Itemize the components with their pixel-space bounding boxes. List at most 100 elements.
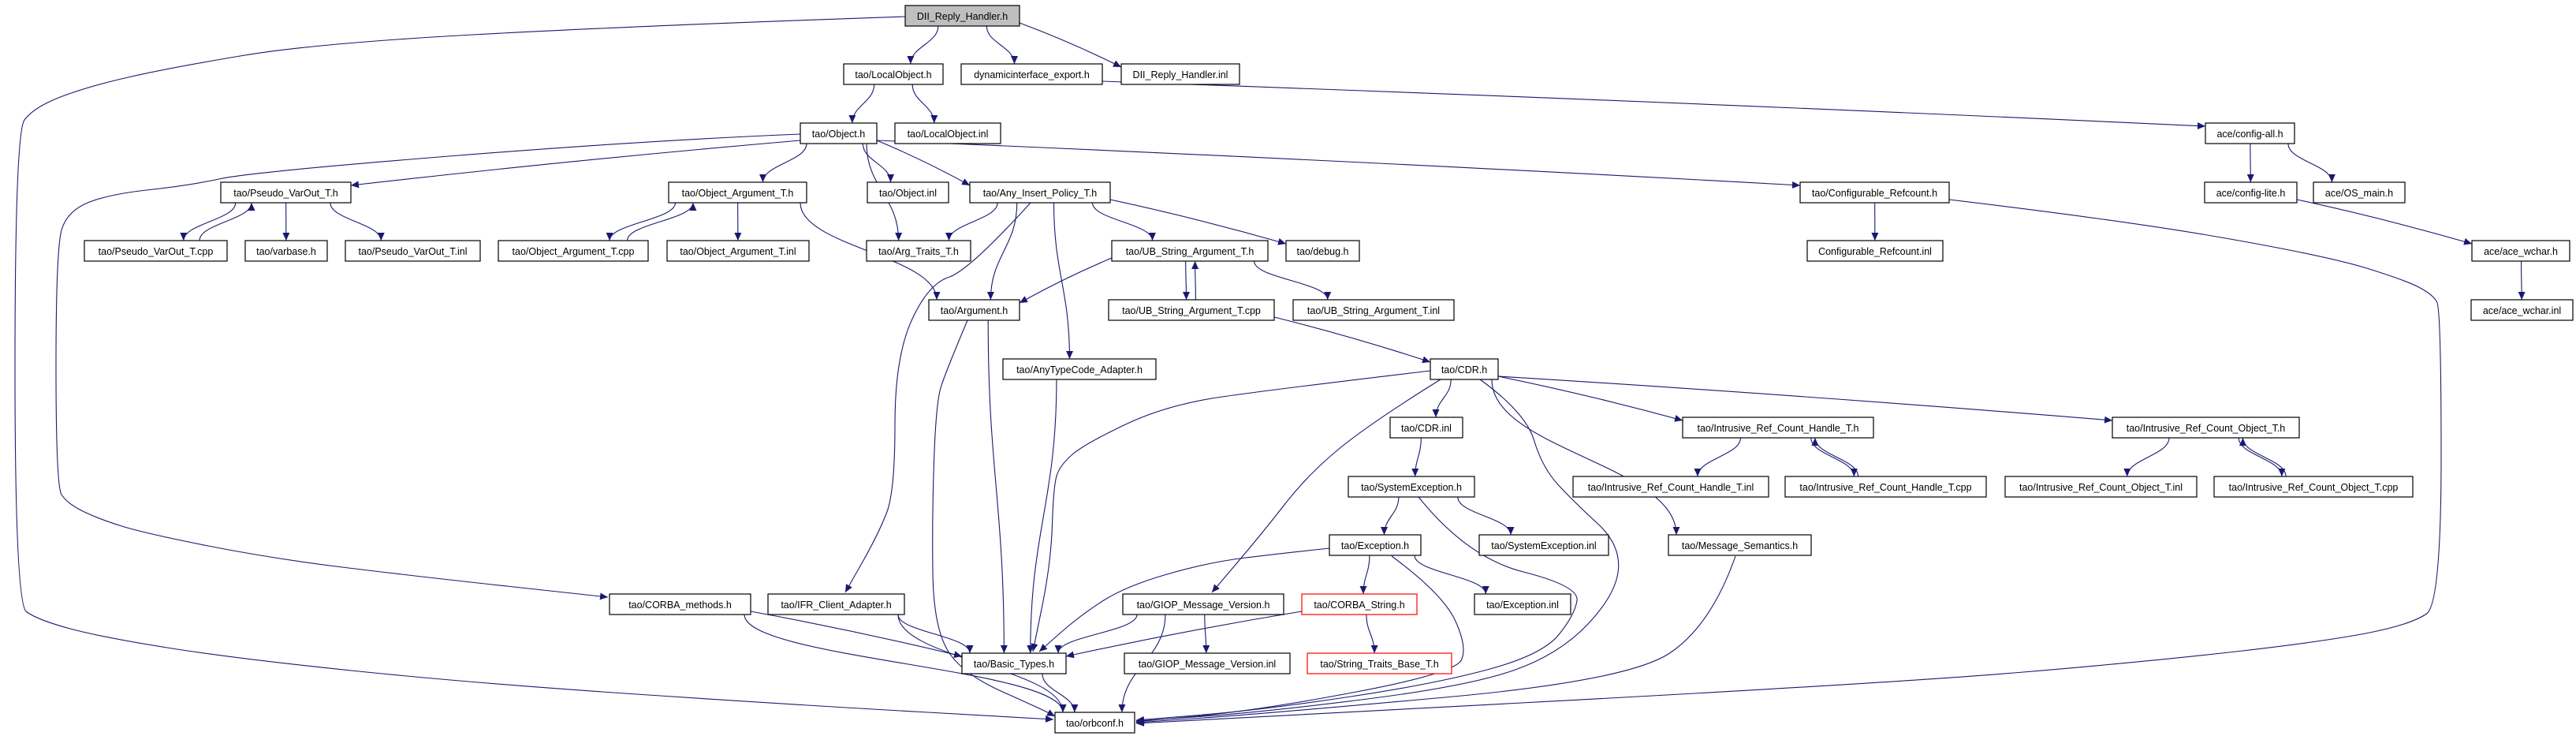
node-giopinl[interactable]: tao/GIOP_Message_Version.inl bbox=[1124, 652, 1291, 674]
node-label: tao/varbase.h bbox=[256, 246, 316, 257]
edge-cdr-to-cdrinl bbox=[1432, 379, 1452, 418]
node-label: ace/ace_wchar.h bbox=[2484, 246, 2558, 257]
node-dynexp[interactable]: dynamicinterface_export.h bbox=[960, 63, 1103, 85]
node-anytc[interactable]: tao/AnyTypeCode_Adapter.h bbox=[1002, 358, 1157, 380]
node-diiinl[interactable]: DII_Reply_Handler.inl bbox=[1120, 63, 1240, 85]
node-cfgrefinl[interactable]: Configurable_Refcount.inl bbox=[1806, 240, 1944, 262]
node-excinl[interactable]: tao/Exception.inl bbox=[1474, 593, 1571, 615]
node-label: tao/GIOP_Message_Version.inl bbox=[1139, 659, 1276, 670]
edge-cdr-to-irch bbox=[1497, 375, 1683, 422]
edge-irco-to-ircocpp bbox=[2238, 437, 2286, 477]
node-label: DII_Reply_Handler.h bbox=[917, 11, 1008, 22]
node-configall[interactable]: ace/config-all.h bbox=[2205, 122, 2295, 144]
node-label: tao/IFR_Client_Adapter.h bbox=[781, 600, 891, 611]
node-cdr[interactable]: tao/CDR.h bbox=[1430, 358, 1499, 380]
edge-cdr-to-msgsem bbox=[1491, 379, 1680, 536]
edge-cdr-to-giop bbox=[1211, 379, 1441, 593]
edge-aip-to-ubsa bbox=[1091, 202, 1156, 241]
node-label: DII_Reply_Handler.inl bbox=[1133, 69, 1228, 80]
node-label: tao/SystemException.inl bbox=[1491, 540, 1596, 551]
node-box bbox=[961, 652, 1067, 674]
edge-object-to-cfgref bbox=[876, 140, 1801, 189]
node-sysexcinl[interactable]: tao/SystemException.inl bbox=[1478, 534, 1609, 556]
node-pvocpp[interactable]: tao/Pseudo_VarOut_T.cpp bbox=[84, 240, 228, 262]
edge-object-to-oat bbox=[759, 143, 807, 183]
edge-ubsa-to-ubsainl bbox=[1254, 260, 1332, 301]
node-label: tao/Pseudo_VarOut_T.inl bbox=[358, 246, 467, 257]
edge-object-to-corbam bbox=[55, 133, 801, 600]
edge-dynexp-to-configall bbox=[1102, 80, 2206, 130]
node-irco[interactable]: tao/Intrusive_Ref_Count_Object_T.h bbox=[2112, 417, 2300, 439]
node-object[interactable]: tao/Object.h bbox=[800, 122, 878, 144]
node-label: tao/Object.h bbox=[812, 129, 865, 140]
node-varbase[interactable]: tao/varbase.h bbox=[244, 240, 328, 262]
edge-corbastr-to-strtraits bbox=[1366, 614, 1378, 654]
node-aip[interactable]: tao/Any_Insert_Policy_T.h bbox=[969, 181, 1111, 204]
node-box bbox=[969, 181, 1111, 204]
node-oatinl[interactable]: tao/Object_Argument_T.inl bbox=[666, 240, 810, 262]
node-label: tao/Argument.h bbox=[941, 305, 1008, 316]
edge-configlite-to-wchar bbox=[2296, 199, 2473, 245]
edges-layer bbox=[14, 16, 2526, 727]
node-basic[interactable]: tao/Basic_Types.h bbox=[961, 652, 1067, 674]
node-argument[interactable]: tao/Argument.h bbox=[928, 299, 1020, 321]
node-wcharinl[interactable]: ace/ace_wchar.inl bbox=[2470, 299, 2574, 321]
node-box bbox=[767, 593, 905, 615]
node-exc[interactable]: tao/Exception.h bbox=[1329, 534, 1422, 556]
edge-msgsem-to-orbconf bbox=[1135, 555, 1736, 726]
node-ifr[interactable]: tao/IFR_Client_Adapter.h bbox=[767, 593, 905, 615]
node-box bbox=[498, 240, 649, 262]
node-ubsainl[interactable]: tao/UB_String_Argument_T.inl bbox=[1292, 299, 1455, 321]
node-irchinl[interactable]: tao/Intrusive_Ref_Count_Handle_T.inl bbox=[1572, 476, 1769, 498]
node-label: tao/AnyTypeCode_Adapter.h bbox=[1016, 364, 1143, 375]
node-cfgref[interactable]: tao/Configurable_Refcount.h bbox=[1799, 181, 1950, 204]
edge-sysexc-to-exc bbox=[1381, 496, 1400, 536]
node-box bbox=[928, 299, 1020, 321]
node-oatcpp[interactable]: tao/Object_Argument_T.cpp bbox=[498, 240, 649, 262]
node-strtraits[interactable]: tao/String_Traits_Base_T.h bbox=[1307, 652, 1452, 674]
node-box bbox=[345, 240, 481, 262]
node-localobj[interactable]: tao/LocalObject.h bbox=[843, 63, 944, 85]
node-orbconf[interactable]: tao/orbconf.h bbox=[1054, 712, 1135, 734]
node-box bbox=[1389, 417, 1463, 439]
node-cdrinl[interactable]: tao/CDR.inl bbox=[1389, 417, 1463, 439]
node-pvoinl[interactable]: tao/Pseudo_VarOut_T.inl bbox=[345, 240, 481, 262]
node-argtraits[interactable]: tao/Arg_Traits_T.h bbox=[866, 240, 971, 262]
node-configlite[interactable]: ace/config-lite.h bbox=[2204, 181, 2298, 204]
edge-object-to-aip bbox=[876, 140, 971, 186]
node-osmain[interactable]: ace/OS_main.h bbox=[2313, 181, 2406, 204]
node-pvo[interactable]: tao/Pseudo_VarOut_T.h bbox=[220, 181, 352, 204]
node-corbam[interactable]: tao/CORBA_methods.h bbox=[609, 593, 751, 615]
node-ircocpp[interactable]: tao/Intrusive_Ref_Count_Object_T.cpp bbox=[2213, 476, 2414, 498]
node-ubsa[interactable]: tao/UB_String_Argument_T.h bbox=[1111, 240, 1269, 262]
node-ircoinl[interactable]: tao/Intrusive_Ref_Count_Object_T.inl bbox=[2004, 476, 2198, 498]
edge-anytc-to-basic bbox=[1027, 379, 1057, 654]
edge-aip-to-ifr bbox=[844, 202, 1031, 593]
node-objinl[interactable]: tao/Object.inl bbox=[867, 181, 949, 204]
node-sysexc[interactable]: tao/SystemException.h bbox=[1348, 476, 1475, 498]
edge-corbam-to-basic bbox=[750, 611, 963, 659]
node-oat[interactable]: tao/Object_Argument_T.h bbox=[668, 181, 807, 204]
node-irchcpp[interactable]: tao/Intrusive_Ref_Count_Handle_T.cpp bbox=[1784, 476, 1987, 498]
node-msgsem[interactable]: tao/Message_Semantics.h bbox=[1668, 534, 1812, 556]
node-box bbox=[800, 122, 878, 144]
node-localobjinl[interactable]: tao/LocalObject.inl bbox=[894, 122, 1001, 144]
node-ubsacpp[interactable]: tao/UB_String_Argument_T.cpp bbox=[1108, 299, 1275, 321]
node-corbastr[interactable]: tao/CORBA_String.h bbox=[1301, 593, 1418, 615]
edge-oatcpp-to-oat bbox=[627, 202, 697, 241]
node-debug[interactable]: tao/debug.h bbox=[1285, 240, 1360, 262]
edge-cdrinl-to-sysexc bbox=[1411, 437, 1422, 477]
edge-pvo-to-pvocpp bbox=[180, 202, 237, 241]
edge-cdr-to-irco bbox=[1497, 375, 2113, 424]
edge-exc-to-corbastr bbox=[1359, 555, 1370, 595]
node-giop[interactable]: tao/GIOP_Message_Version.h bbox=[1122, 593, 1284, 615]
edge-irco-to-ircoinl bbox=[2123, 437, 2170, 477]
edge-cdr-to-orbconf bbox=[1135, 379, 1620, 724]
node-label: tao/Message_Semantics.h bbox=[1682, 540, 1798, 551]
edge-ubsacpp-to-ubsa bbox=[1191, 260, 1199, 301]
node-irch[interactable]: tao/Intrusive_Ref_Count_Handle_T.h bbox=[1682, 417, 1874, 439]
node-label: tao/SystemException.h bbox=[1361, 482, 1462, 493]
node-wchar[interactable]: ace/ace_wchar.h bbox=[2471, 240, 2570, 262]
node-label: tao/LocalObject.h bbox=[855, 69, 931, 80]
node-label: tao/CORBA_String.h bbox=[1314, 600, 1404, 611]
